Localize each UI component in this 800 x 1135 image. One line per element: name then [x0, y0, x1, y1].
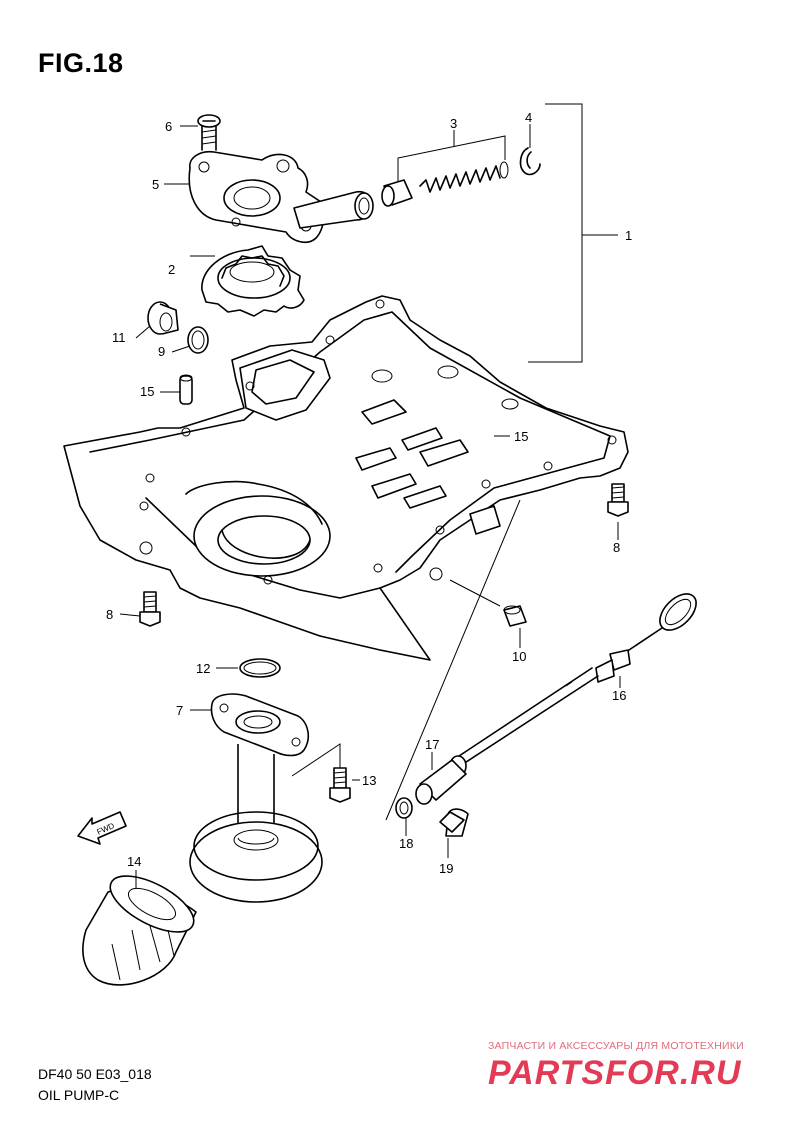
- oil-pan-housing: [63, 295, 629, 661]
- part-oil-strainer-7: [189, 693, 341, 903]
- assembly-bracket: [528, 103, 618, 363]
- callout-10: 10: [512, 649, 526, 664]
- callout-17: 17: [425, 737, 439, 752]
- callout-8-left: 8: [106, 607, 113, 622]
- part-pump-cover-5: [188, 150, 374, 244]
- callout-3: 3: [450, 116, 457, 131]
- part-screw-6: [197, 114, 221, 151]
- leader-lines: [119, 124, 621, 888]
- part-plug-11: [147, 301, 179, 335]
- callout-8-right: 8: [613, 540, 620, 555]
- part-dipstick-16: [455, 593, 697, 767]
- part-dipstick-guide-17: [385, 499, 521, 821]
- callout-19: 19: [439, 861, 453, 876]
- callout-14: 14: [127, 854, 141, 869]
- part-o-ring-18: [395, 797, 413, 819]
- section-name: OIL PUMP-C: [38, 1087, 120, 1103]
- figure-title: FIG.18: [38, 48, 124, 78]
- callout-labels: 1 2 3 4 5 6 7 8 8 9 10 11 12 13 14 15 15…: [106, 110, 632, 876]
- model-code: DF40 50 E03_018: [38, 1066, 152, 1082]
- part-plug-10: [449, 579, 527, 627]
- callout-15-right: 15: [514, 429, 528, 444]
- callout-13: 13: [362, 773, 376, 788]
- callout-15-left: 15: [140, 384, 154, 399]
- callout-16: 16: [612, 688, 626, 703]
- callout-7: 7: [176, 703, 183, 718]
- part-gear-rotors-2: [190, 245, 305, 317]
- part-bolt-19: [439, 808, 469, 837]
- callout-11: 11: [112, 330, 126, 345]
- part-oil-filter-14: [82, 875, 197, 986]
- callout-1: 1: [625, 228, 632, 243]
- callout-9: 9: [158, 344, 165, 359]
- part-o-ring-12: [239, 658, 281, 678]
- part-circlip-4: [519, 147, 541, 176]
- part-bolt-13: [329, 767, 351, 803]
- callout-12: 12: [196, 661, 210, 676]
- part-relief-valve-3: [381, 130, 509, 207]
- part-dowel-pin-15-left: [179, 374, 193, 405]
- callout-5: 5: [152, 177, 159, 192]
- part-bolt-8-left: [139, 591, 161, 627]
- part-o-ring-9: [187, 326, 209, 354]
- callout-18: 18: [399, 836, 413, 851]
- watermark-logo: PARTSFOR.RU: [488, 1054, 742, 1092]
- callout-6: 6: [165, 119, 172, 134]
- watermark-logo-text: PARTSFOR.RU: [488, 1054, 742, 1092]
- fwd-arrow-icon: FWD: [77, 811, 127, 845]
- part-bolt-8-right: [607, 483, 629, 517]
- callout-4: 4: [525, 110, 532, 125]
- watermark-tagline: ЗАПЧАСТИ И АКСЕССУАРЫ ДЛЯ МОТОТЕХНИКИ: [488, 1040, 744, 1052]
- callout-2: 2: [168, 262, 175, 277]
